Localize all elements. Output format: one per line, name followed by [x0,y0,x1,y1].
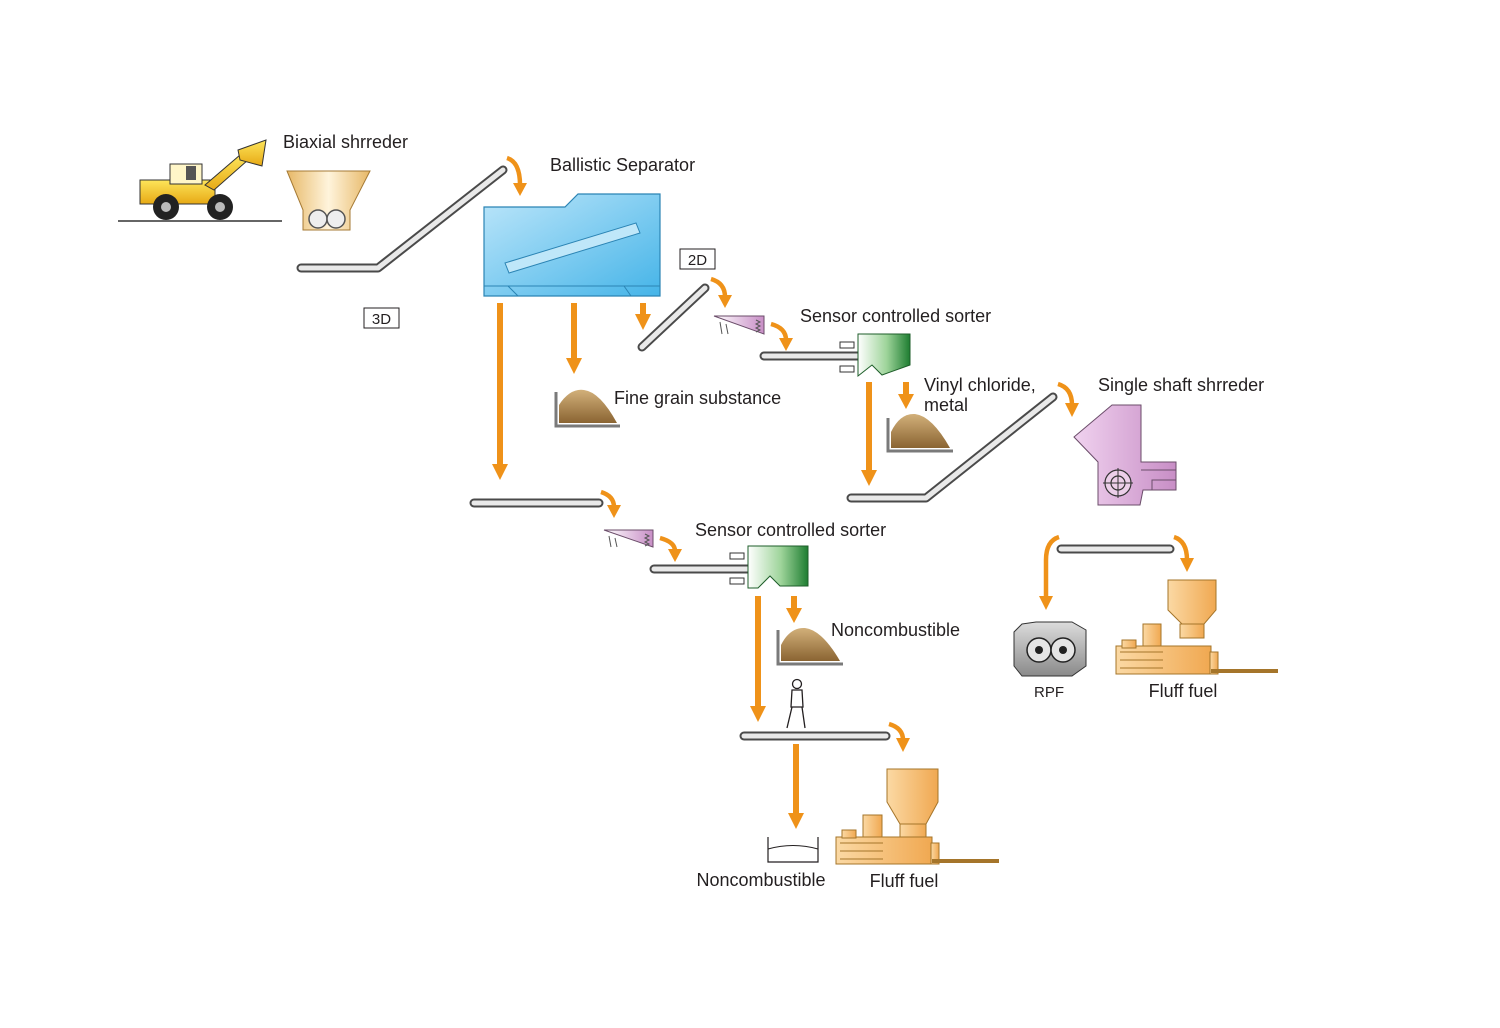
vibratory-feeder-2-icon [603,529,654,548]
noncombustible-bin-icon [767,837,819,863]
flow-arrow-to-conveyor-s2 [659,535,682,562]
tag-3d: 3D [363,307,400,329]
flow-arrow-vinyl [898,382,914,409]
fine-grain-pile-icon [554,389,620,428]
vinyl-metal-pile-icon [886,413,953,453]
vibratory-feeder-1-icon [713,315,765,335]
flow-arrow-to-feeder-2 [600,489,621,518]
vinyl-label-line2: metal [924,395,968,415]
flow-arrow-to-conveyor-s1 [770,321,793,351]
vinyl-label-line1: Vinyl chloride, [924,375,1036,395]
flow-arrow-to-bin [788,744,804,829]
sensor-sorter-1-icon [839,333,911,378]
single-shaft-shredder-label: Single shaft shrreder [1098,375,1264,395]
ballistic-separator-icon [483,193,661,297]
svg-text:3D: 3D [372,311,391,328]
noncombustible-bin-label: Noncombustible [696,870,825,890]
biaxial-shredder-icon [286,170,371,231]
worker-icon [786,678,806,729]
baler-bottom-icon [835,768,999,865]
rpf-machine-icon [1013,621,1087,677]
conveyor-belt-1 [296,165,508,273]
noncombustible-pile-label: Noncombustible [831,620,960,640]
rpf-label: RPF [1034,684,1064,701]
biaxial-shredder-label: Biaxial shrreder [283,132,408,152]
fluff-fuel-bottom-label: Fluff fuel [870,871,939,891]
flow-arrow-to-fluff-bottom [888,721,910,752]
flow-arrow-fine-grain [566,303,582,374]
sensor-sorter-2-label: Sensor controlled sorter [695,520,886,540]
baler-right-icon [1115,579,1278,675]
conveyor-belt-to-shredder [846,392,1058,503]
ballistic-separator-label: Ballistic Separator [550,155,695,175]
fine-grain-label: Fine grain substance [614,388,781,408]
svg-text:2D: 2D [688,252,707,269]
flow-arrow-noncombustible-pile [786,596,802,623]
conveyor-belt-2d [637,283,710,352]
flow-arrow-to-rpf [1039,534,1060,610]
flow-arrow-to-separator [506,155,527,196]
single-shaft-shredder-icon [1073,404,1177,506]
flow-arrow-to-fluff-right [1173,534,1194,572]
flow-arrow-to-single-shredder [1057,381,1079,417]
sensor-sorter-1-label: Sensor controlled sorter [800,306,991,326]
noncombustible-pile-icon [776,627,843,666]
flow-arrow-3d-output [492,303,508,480]
tag-2d: 2D [679,248,716,270]
flow-arrow-to-feeder-1 [710,276,732,308]
sensor-sorter-2-icon [729,545,809,589]
flow-arrow-2d-output [635,303,651,330]
flow-arrow-sorter-2-reject [750,596,766,722]
wheel-loader-icon [118,139,282,222]
flow-arrow-sorter-1-reject [861,382,877,486]
fluff-fuel-right-label: Fluff fuel [1149,681,1218,701]
